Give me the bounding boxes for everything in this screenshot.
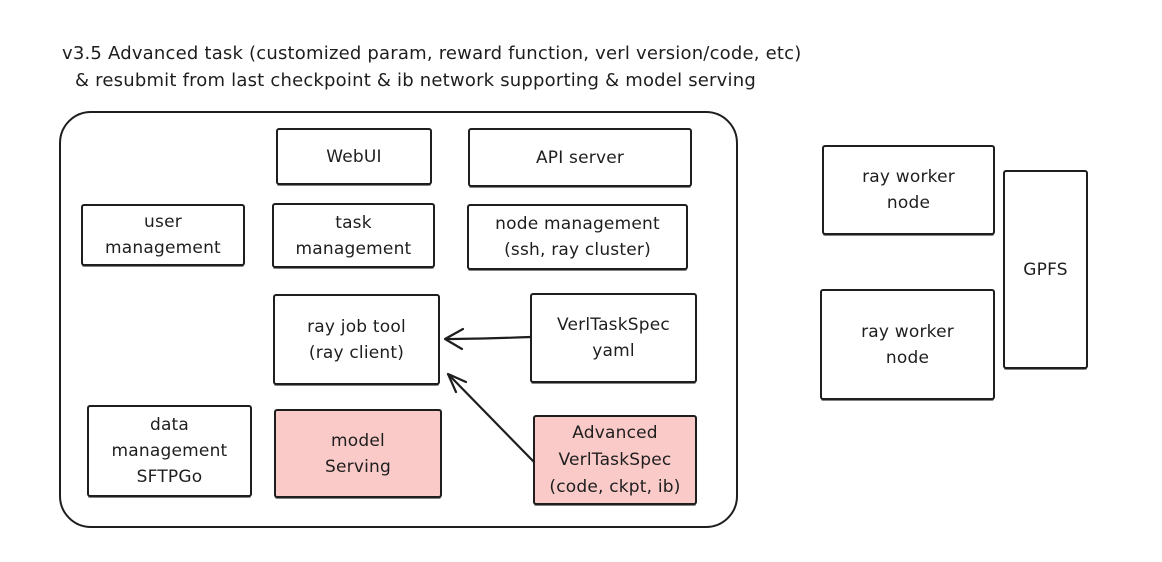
node-task-management-label-line2: management [295,238,412,259]
node-webui: WebUI [276,128,432,185]
node-ray-worker-node-2-label-line1: ray worker [861,321,954,342]
node-ray-job-tool-label-line1: ray job tool [307,316,406,337]
node-ray-worker-node-2: ray worker node [820,289,995,400]
node-model-serving: model Serving [274,409,442,498]
node-data-management-sftpgo: data management SFTPGo [87,405,252,497]
node-verltaskspec-yaml-label-line2: yaml [592,341,635,361]
node-ray-worker-node-2-label-line2: node [885,347,930,368]
node-data-management-label-line3: SFTPGo [136,467,203,487]
diagram-title: v3.5 Advanced task (customized param, re… [62,40,801,94]
node-model-serving-label-line1: model [331,430,385,451]
diagram-title-line2: & resubmit from last checkpoint & ib net… [75,70,756,91]
node-gpfs-label: GPFS [1023,259,1068,280]
node-ray-worker-node-1-label-line1: ray worker [862,167,955,187]
node-advanced-verltaskspec: Advanced VerlTaskSpec (code, ckpt, ib) [533,415,697,505]
node-webui-label: WebUI [326,146,382,167]
node-api-server: API server [468,128,692,187]
node-verltaskspec-yaml-label-line1: VerlTaskSpec [557,315,670,335]
node-user-management: user management [81,204,245,266]
node-ray-job-tool: ray job tool (ray client) [273,294,440,385]
node-data-management-label-line1: data [149,415,190,435]
node-api-server-label: API server [535,147,625,168]
diagram-title-line1: v3.5 Advanced task (customized param, re… [62,43,802,64]
node-data-management-label-line2: management [111,441,228,461]
node-advanced-verltaskspec-label-line3: (code, ckpt, ib) [549,476,681,497]
node-ray-job-tool-label-line2: (ray client) [308,342,405,363]
node-node-management-label-line2: (ssh, ray cluster) [504,240,651,260]
node-user-management-label-line1: user [144,212,182,232]
node-gpfs: GPFS [1003,170,1088,369]
node-user-management-label-line2: management [105,238,221,258]
node-ray-worker-node-1: ray worker node [822,145,995,235]
node-advanced-verltaskspec-label-line2: VerlTaskSpec [558,449,672,470]
node-ray-worker-node-1-label-line2: node [886,193,931,213]
node-task-management: task management [272,203,435,268]
node-node-management: node management (ssh, ray cluster) [467,204,688,270]
node-verltaskspec-yaml: VerlTaskSpec yaml [530,293,697,383]
node-model-serving-label-line2: Serving [325,456,391,477]
node-advanced-verltaskspec-label-line1: Advanced [572,422,658,443]
node-node-management-label-line1: node management [495,214,660,234]
node-task-management-label-line1: task [335,212,372,233]
